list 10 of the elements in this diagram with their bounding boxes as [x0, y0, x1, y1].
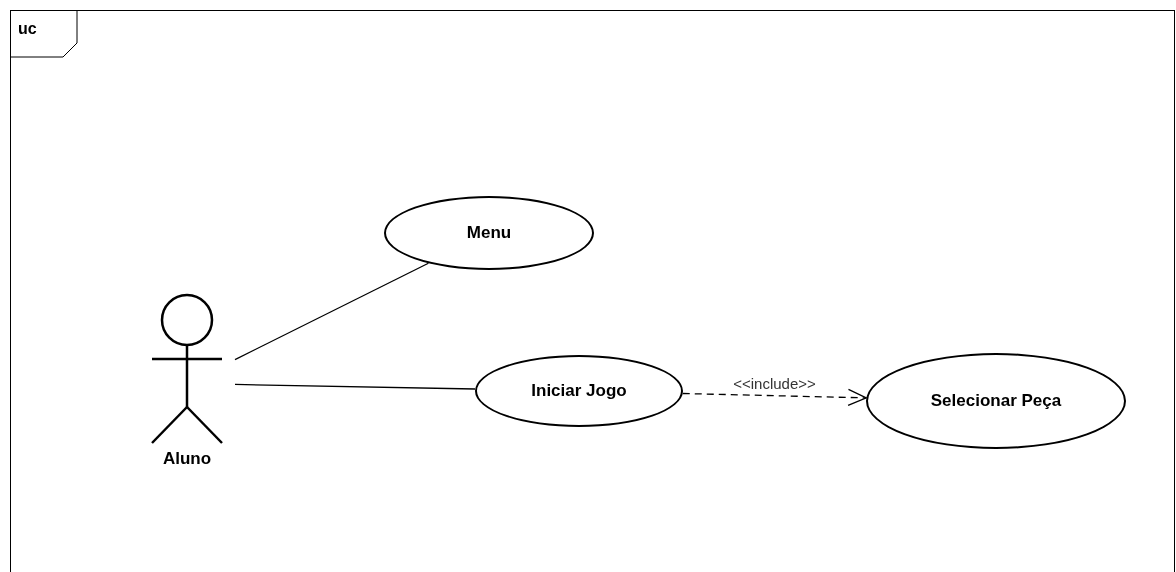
use-case-name: Iniciar Jogo: [531, 380, 627, 403]
association-line: [234, 262, 430, 361]
dashed-arrow: [682, 388, 867, 407]
association-line: [234, 383, 476, 390]
edge-label: <<include>>: [732, 375, 817, 391]
use-case-name: Selecionar Peça: [930, 390, 1062, 413]
actor-name: Aluno: [162, 450, 212, 467]
frame-label: uc: [18, 21, 37, 37]
use-case-name: Menu: [466, 222, 512, 245]
diagram-frame: [10, 10, 1175, 572]
